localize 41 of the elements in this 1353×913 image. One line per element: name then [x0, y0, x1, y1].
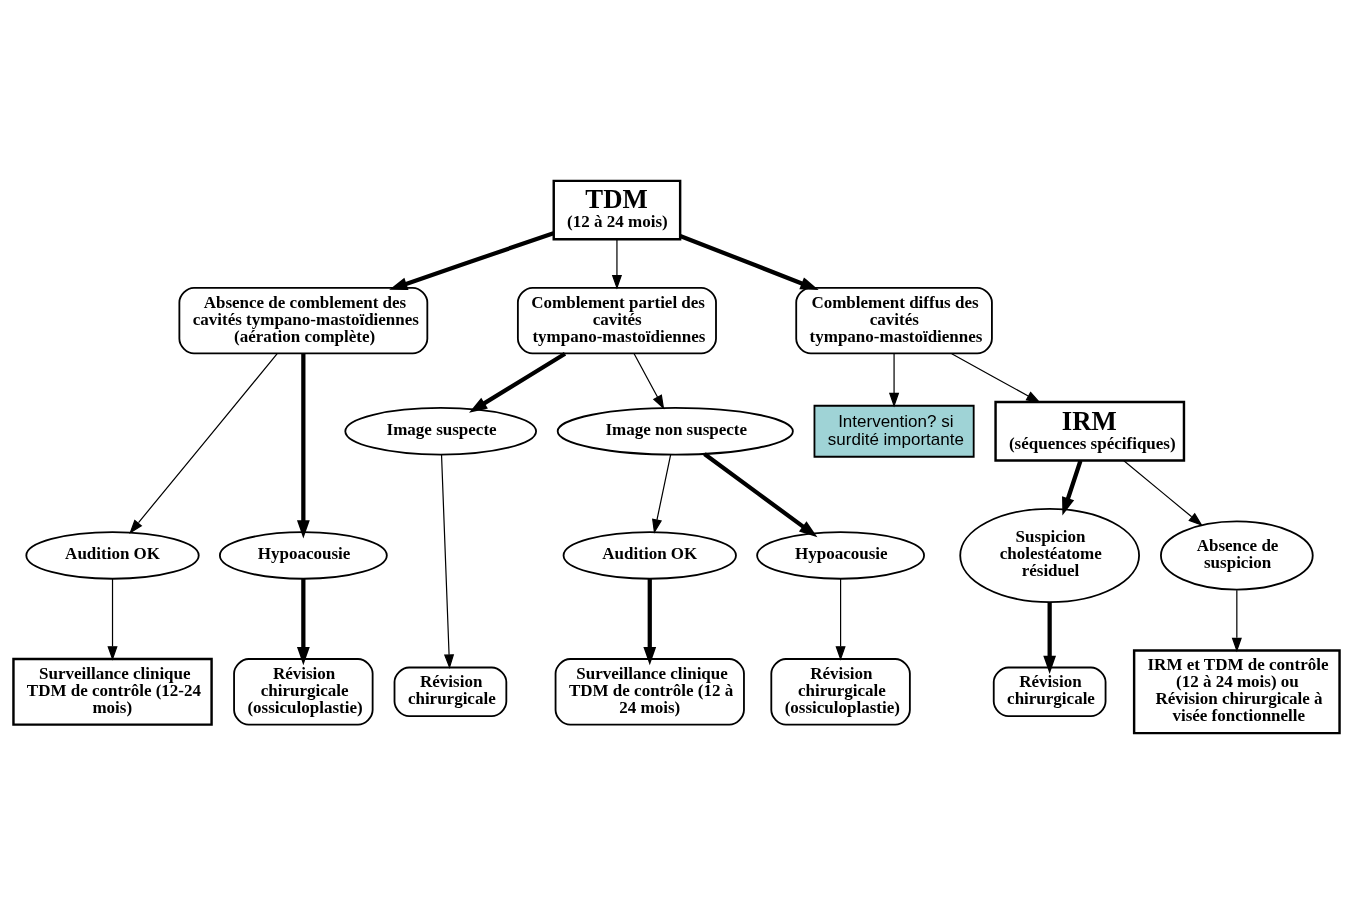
arrow	[296, 578, 310, 665]
arrow	[951, 352, 1041, 403]
arrow	[469, 351, 567, 413]
arrow	[1043, 601, 1057, 674]
node-ellipse: Audition OK	[25, 530, 200, 580]
arrow	[835, 577, 846, 661]
node-ellipse: Hypoacousie	[756, 530, 925, 580]
node-ellipse: Image non suspecte	[556, 406, 794, 455]
arrow	[633, 352, 665, 410]
node-box: Absence de comblement des cavités tympano-mastoïdiennes (aération complète)	[178, 286, 429, 354]
node-ellipse: Absence de suspicion	[1160, 519, 1314, 590]
node-box: Révision chirurgicale	[992, 666, 1107, 717]
arrow	[679, 233, 819, 290]
node-box: Surveillance clinique TDM de contrôle (12-24 mois)	[12, 657, 213, 726]
arrow	[1231, 589, 1242, 652]
arrow	[389, 230, 555, 290]
arrow	[643, 578, 657, 665]
arrow	[1062, 459, 1083, 516]
node-box: TDM (12 à 24 mois)	[552, 179, 682, 240]
arrow	[440, 453, 455, 669]
arrow	[611, 238, 623, 290]
node-box: Révision chirurgicale (ossiculoplastie)	[770, 657, 911, 726]
arrow	[652, 453, 672, 534]
node-ellipse: Suspicion cholestéatome résiduel	[959, 507, 1140, 603]
node-box: Révision chirurgicale (ossiculoplastie)	[233, 657, 374, 726]
arrow	[129, 352, 278, 534]
node-ellipse: Audition OK	[562, 530, 737, 580]
node-ellipse: Hypoacousie	[218, 530, 388, 580]
arrow	[1123, 459, 1203, 526]
arrow	[107, 577, 118, 661]
node-box: IRM (séquences spécifiques)	[994, 400, 1186, 462]
node-box: Intervention? si surdité importante	[813, 404, 975, 458]
node-box: Révision chirurgicale	[393, 666, 508, 717]
arrow	[296, 353, 310, 539]
node-box: IRM et TDM de contrôle (12 à 24 mois) ou Révision chirurgicale à visée fonctionnelle	[1132, 648, 1341, 734]
node-box: Comblement partiel des cavités tympano-mastoïdiennes	[516, 286, 717, 354]
arrow	[703, 451, 818, 537]
node-box: Surveillance clinique TDM de contrôle (12 à 24 mois)	[554, 657, 745, 726]
arrow	[888, 352, 900, 407]
node-ellipse: Image suspecte	[344, 406, 537, 455]
node-box: Comblement diffus des cavités tympano-mastoïdiennes	[795, 286, 993, 354]
